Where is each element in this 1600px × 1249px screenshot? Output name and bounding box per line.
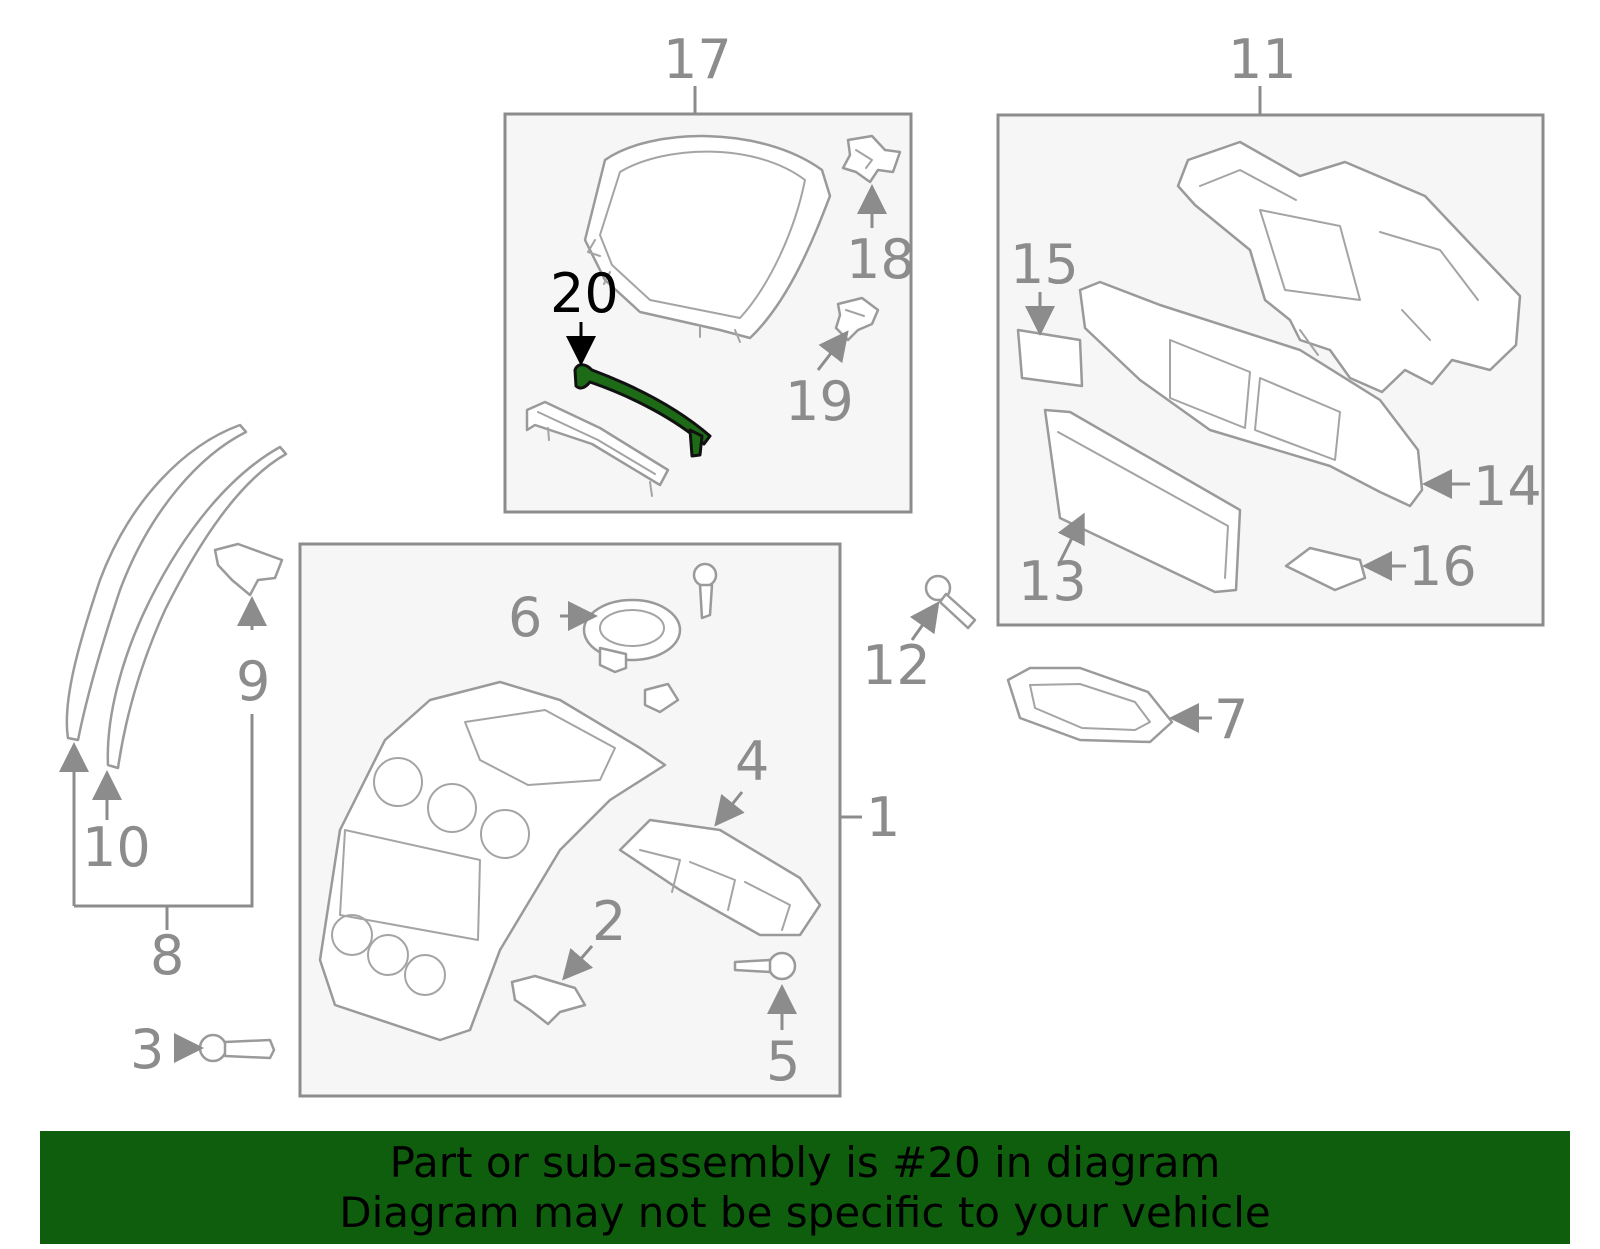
speaker-part-6 bbox=[582, 598, 682, 674]
cluster-hood-part bbox=[583, 134, 832, 343]
bezel-part-7 bbox=[1006, 666, 1174, 744]
screw-part-5 bbox=[733, 951, 797, 981]
callout-18: 18 bbox=[846, 228, 915, 291]
callout-19: 19 bbox=[785, 370, 854, 433]
clip-part-2 bbox=[510, 974, 587, 1026]
screw-part-box1 bbox=[692, 562, 718, 620]
callout-14: 14 bbox=[1473, 455, 1542, 518]
trim-part-10-outer bbox=[65, 423, 248, 742]
screw-part-3 bbox=[198, 1033, 276, 1063]
screw-part-12 bbox=[924, 574, 977, 630]
callout-12: 12 bbox=[862, 634, 931, 697]
callout-5: 5 bbox=[766, 1030, 800, 1093]
callout-2: 2 bbox=[592, 890, 626, 953]
callout-6: 6 bbox=[508, 586, 542, 649]
callout-7: 7 bbox=[1214, 688, 1248, 751]
callout-15: 15 bbox=[1010, 233, 1079, 296]
callout-3: 3 bbox=[130, 1018, 164, 1081]
callout-1: 1 bbox=[866, 786, 900, 849]
pad-part-15 bbox=[1016, 328, 1084, 388]
callout-13: 13 bbox=[1018, 550, 1087, 613]
panel-part-14 bbox=[1078, 280, 1424, 508]
callout-11: 11 bbox=[1228, 28, 1297, 91]
center-panel-part bbox=[318, 680, 667, 1042]
clip-part-9 bbox=[213, 542, 284, 597]
callout-16: 16 bbox=[1408, 535, 1477, 598]
callout-9: 9 bbox=[236, 650, 270, 713]
callout-10: 10 bbox=[82, 816, 151, 879]
trim-part-10-inner bbox=[106, 445, 288, 770]
seal-part-20-highlighted bbox=[573, 363, 712, 458]
structure-part bbox=[1176, 140, 1522, 394]
lower-bracket-part bbox=[525, 400, 670, 497]
callout-20: 20 bbox=[550, 262, 619, 325]
callout-4: 4 bbox=[735, 730, 769, 793]
small-clip-part bbox=[643, 682, 680, 714]
banner-line-2: Diagram may not be specific to your vehi… bbox=[339, 1188, 1271, 1237]
clip-part-19 bbox=[834, 296, 880, 342]
callout-17: 17 bbox=[663, 28, 732, 91]
vent-part-4 bbox=[618, 818, 822, 937]
info-banner: Part or sub-assembly is #20 in diagram D… bbox=[40, 1131, 1570, 1244]
clip-part-18 bbox=[841, 134, 902, 184]
banner-line-1: Part or sub-assembly is #20 in diagram bbox=[389, 1138, 1221, 1187]
callout-8: 8 bbox=[150, 924, 184, 987]
